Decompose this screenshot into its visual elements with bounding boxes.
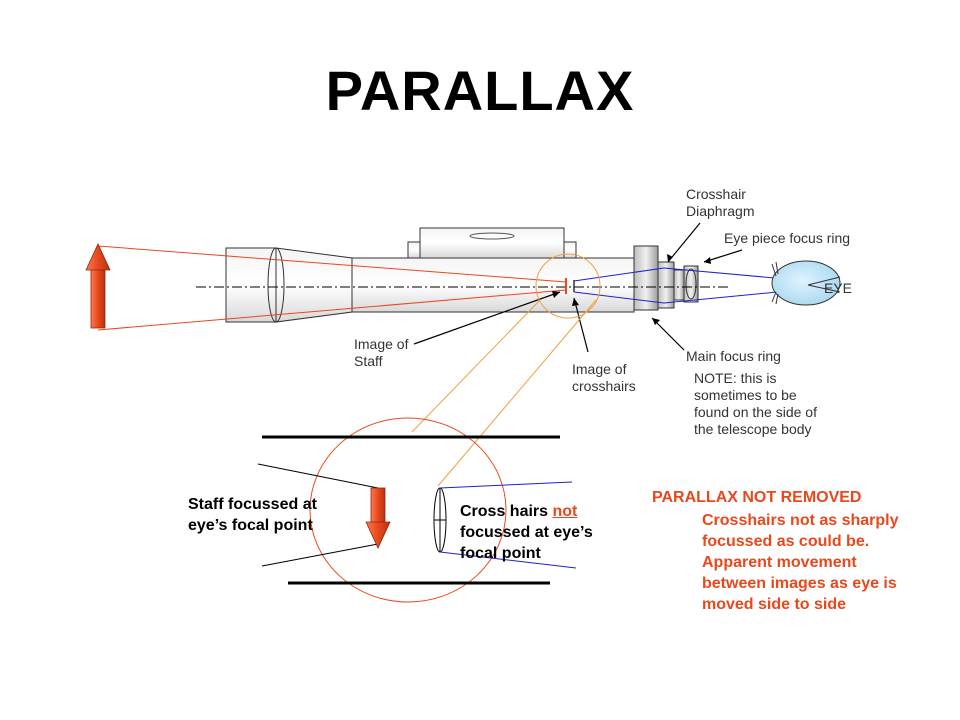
- inset-staff-caption: Staff focussed at eye’s focal point: [188, 496, 317, 534]
- leader-image-of-staff: [413, 291, 561, 345]
- magnifier-large-circle: [309, 417, 507, 603]
- leader-crosshair-diaphragm: [667, 222, 701, 263]
- crosshair-ray-bottom: [573, 291, 665, 304]
- inset-staff-ray-top: [257, 463, 379, 489]
- label-main-focus-ring: Main focus ring: [686, 348, 781, 364]
- label-image-of-staff: Image of Staff: [354, 336, 409, 369]
- inset-crosshair-caption: Cross hairs not focussed at eye’s focal …: [460, 503, 593, 562]
- label-main-focus-note: NOTE: this is sometimes to be found on t…: [694, 370, 817, 437]
- leader-image-of-crosshairs: [573, 297, 589, 353]
- label-eye-piece-focus-ring: Eye piece focus ring: [724, 230, 851, 246]
- staff-ray-bottom: [97, 289, 567, 331]
- leader-main-focus: [651, 317, 685, 351]
- label-eye: EYE: [824, 280, 853, 296]
- magnifier-connector-right: [437, 299, 597, 487]
- crosshair-ray-top: [573, 267, 665, 282]
- magnifier-small-circle: [535, 253, 601, 319]
- label-image-of-crosshairs: Image of crosshairs: [572, 361, 636, 394]
- parallax-note-body: Crosshairs not as sharply focussed as co…: [702, 512, 899, 613]
- inset-crosshair-ray-bottom: [439, 551, 577, 569]
- inset-staff-arrow: [365, 487, 391, 549]
- objective-lens-housing: [225, 247, 353, 323]
- eye-icon: [771, 260, 841, 306]
- label-crosshair-diaphragm: Crosshair Diaphragm: [686, 186, 755, 219]
- inset-staff-ray-bottom: [261, 543, 379, 567]
- staff-ray-top: [97, 245, 567, 283]
- eyepiece-assembly: [657, 261, 699, 309]
- inset-crosshair-lens: [433, 487, 447, 553]
- page-title: PARALLAX: [325, 59, 635, 122]
- magnifier-connector-left: [411, 299, 541, 433]
- inset-crosshair-ray-top: [439, 481, 573, 489]
- level-vial: [407, 227, 577, 259]
- not-emphasis: not: [552, 503, 578, 520]
- parallax-note-heading: PARALLAX NOT REMOVED: [652, 489, 862, 506]
- staff-arrow: [85, 243, 111, 329]
- telescope-body: [351, 257, 635, 313]
